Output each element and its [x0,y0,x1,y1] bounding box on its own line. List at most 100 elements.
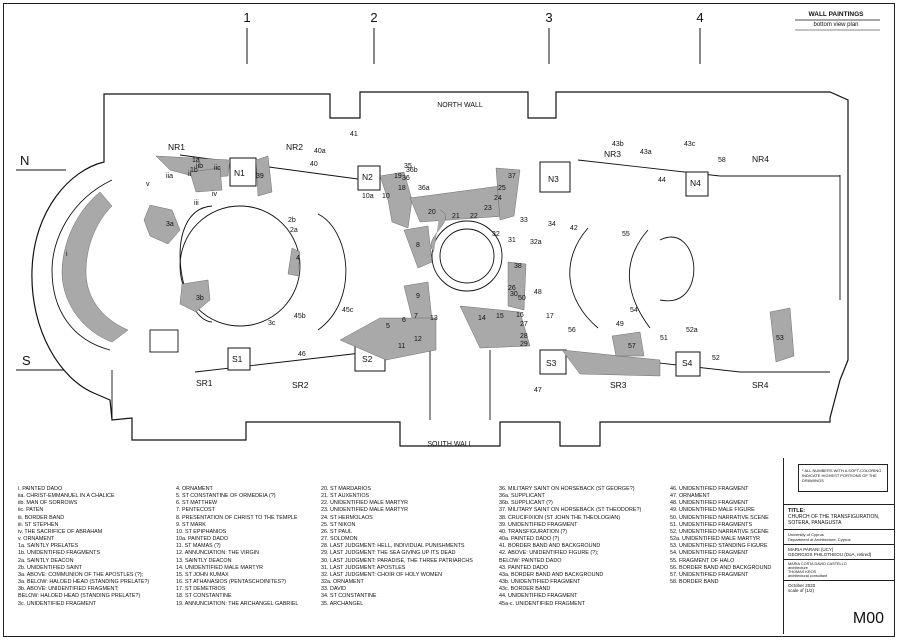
legend-entry: 54. UNIDENTIFIED FRAGMENT [670,550,749,557]
painting-label: iv [212,191,218,198]
painting-label: 3b [196,295,204,302]
pier-s4: S4 [682,358,693,368]
legend-entry: iii. BORDER BAND [18,514,65,521]
legend-entry: iii. ST STEPHEN [18,521,59,528]
painting-label: iic [214,165,221,172]
pier-n2: N2 [362,172,373,182]
painting-label: 43b [612,141,624,148]
painting-label: 48 [534,289,542,296]
painting-label: 12 [414,336,422,343]
painting-label: 54 [630,307,638,314]
painting-label: 36b [406,167,418,174]
bay-nr3: NR3 [604,149,621,159]
legend-entry: 49. UNIDENTIFIED MALE FIGURE [670,507,755,514]
painting-label: 40a [314,148,326,155]
titleblock-drawn-1: MARIA COSTA DAVID CASTELLO [788,562,847,566]
legend-entry: 35. ARCHANGEL [321,600,364,607]
titleblock-drawn-3: THOMAS KROS [788,570,817,574]
painting-label: 53 [776,335,784,342]
painting-label: 33 [520,217,528,224]
pier-n3: N3 [548,174,559,184]
pier-n4: N4 [690,178,701,188]
header-box: WALL PAINTINGS bottom view plan [795,11,880,31]
painting-label: 19 [394,173,402,180]
painting-label: 25 [498,185,506,192]
painting-label: 34 [548,221,556,228]
legend-entry: 6. ST MATTHEW [176,500,218,507]
legend-entry: 40. TRANSFIGURATION (?) [499,528,568,535]
painting-label: 32a [530,239,542,246]
painting-label: 46 [298,351,306,358]
titleblock-author-2: GEORGIOS PHILOTHEOU (DoA, retired) [788,552,872,557]
pier-s1: S1 [232,354,243,364]
painting-label: 52 [712,355,720,362]
legend-entry: 8. PRESENTATION OF CHRIST TO THE TEMPLE [176,514,298,521]
bay-labels: NR1 NR2 NR3 NR4 SR1 SR2 SR3 SR4 N1 N2 N3… [168,142,769,390]
painting-label: 1a [192,157,200,164]
painting-label: iia [166,173,173,180]
titleblock-author-1: MARIA PARANI (UCY) [788,547,834,552]
legend-entry: 24. ST HERMOLAOS [321,514,373,521]
painting-label: 22 [470,213,478,220]
painting-label: 52a [686,327,698,334]
painting-label: 5 [386,323,390,330]
legend-entry: 17. ST DEMETRIOS [176,586,226,593]
painting-label: 41 [350,131,358,138]
painting-label: 50 [518,295,526,302]
legend-entry: 2a. SAINTLY DEACON [18,557,74,564]
painted-areas [61,155,795,377]
painting-label: 45b [294,313,306,320]
legend-entry: 29. LAST JUDGMENT: THE SEA GIVING UP ITS… [321,550,456,557]
painting-label: 14 [478,315,486,322]
legend-entry: v. ORNAMENT [18,536,55,543]
legend-entry: 19. ANNUNCIATION: THE ARCHANGEL GABRIEL [176,600,299,607]
legend-entry: 12. ANNUNCIATION: THE VIRGIN [176,550,260,557]
legend-entry: 22. UNIDENTIFIED MALE MARTYR [321,500,409,507]
legend-entry: 43c. BORDER BAND [499,586,551,593]
painting-label: 51 [660,335,668,342]
grid-number-1: 1 [243,10,250,25]
painting-label: 4 [296,255,300,262]
legend-entry: 3c. UNIDENTIFIED FRAGMENT [18,600,97,607]
painting-label: 28 [520,333,528,340]
painting-label: 55 [622,231,630,238]
painting-label: 23 [484,205,492,212]
painting-label: 17 [546,313,554,320]
painting-label: 56 [568,327,576,334]
legend-entry: 32a. ORNAMENT [321,579,364,586]
painting-label: 43c [684,141,696,148]
legend-entry: 25. ST NIKON [321,521,356,528]
legend-entry: 58. BORDER BAND [670,579,719,586]
legend-column-4: 36. MILITARY SAINT ON HORSEBACK (ST GEOR… [499,486,671,608]
legend-entry: 26. ST PAUL [321,528,352,535]
legend-entry: 32. LAST JUDGMENT: CHOIR OF HOLY WOMEN [321,571,443,578]
legend-entry: 50. UNIDENTIFIED NARRATIVE SCENE [670,514,769,521]
legend-entry: 13. SAINTLY DEACON [176,557,232,564]
legend-entry: 43a. BORDER BAND AND BACKGROUND [499,571,604,578]
sheet-frame [3,3,895,637]
legend-entry: 36b. SUPPLICANT (?) [499,500,553,507]
legend-entry: 52. UNIDENTIFIED NARRATIVE SCENE [670,528,769,535]
legend-entry: 5. ST CONSTANTINE OF ORMEDEIA (?) [176,493,276,500]
painting-label: 37 [508,173,516,180]
legend-entry: BELOW: PAINTED DADO [499,557,562,564]
legend-entry: 16. ST ATHANASIOS (PENTASCHOINITES?) [176,579,286,586]
legend-entry: iv. THE SACRIFICE OF ABRAHAM [18,528,103,535]
titleblock-org-2: Department of Architecture, Cyprus [788,537,851,542]
painting-label: 20 [428,209,436,216]
compass-north: N [20,153,29,168]
legend-entry: 28. LAST JUDGMENT: HELL, INDIVIDUAL PUNI… [321,543,465,550]
legend-entry: 1b. UNIDENTIFIED FRAGMENTS [18,550,101,557]
legend-entry: 3a. ABOVE: COMMUNION OF THE APOSTLES (?)… [18,571,144,578]
legend-entry: 30. LAST JUDGMENT: PARADISE, THE THREE P… [321,557,473,564]
piers [227,157,709,377]
titleblock-drawn-4: architectural consultant [788,574,828,578]
painting-label: 24 [494,195,502,202]
pier-s3: S3 [546,358,557,368]
